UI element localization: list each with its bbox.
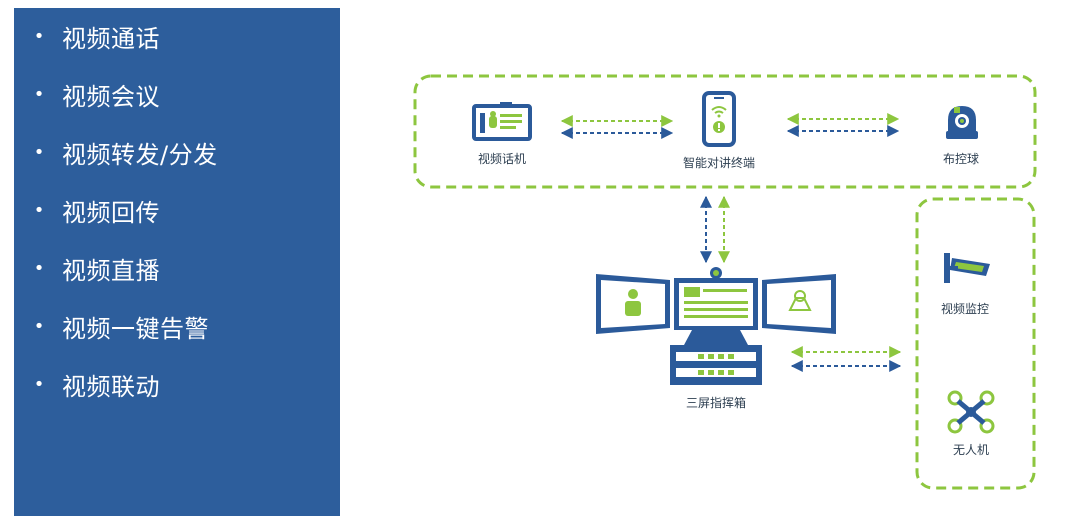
feature-label: 视频转发/分发: [62, 140, 218, 169]
command-box-icon: [596, 267, 836, 385]
feature-label: 视频会议: [62, 82, 160, 111]
feature-item: • 视频回传: [14, 190, 160, 230]
intercom-phone-icon: [702, 91, 736, 147]
feature-label: 视频联动: [62, 372, 160, 401]
bullet-icon: •: [33, 25, 45, 47]
top-device-group: [413, 74, 1037, 189]
feature-label: 视频直播: [62, 256, 160, 285]
command-box-label: 三屏指挥箱: [686, 395, 746, 410]
videophone-icon: [472, 102, 532, 141]
feature-label: 视频一键告警: [62, 314, 209, 343]
feature-label: 视频通话: [62, 24, 160, 53]
dome-camera-icon: [946, 106, 978, 139]
feature-item: • 视频一键告警: [14, 306, 209, 346]
videophone-label: 视频话机: [478, 151, 526, 166]
intercom-label: 智能对讲终端: [683, 155, 755, 170]
feature-item: • 视频直播: [14, 248, 160, 288]
bullet-icon: •: [33, 373, 45, 395]
bullet-icon: •: [33, 199, 45, 221]
surveillance-label: 视频监控: [941, 301, 989, 316]
feature-panel: • 视频通话 • 视频会议 • 视频转发/分发 • 视频回传 • 视频直播 • …: [14, 8, 340, 516]
drone-icon: [947, 390, 995, 434]
drone-label: 无人机: [953, 443, 989, 457]
bullet-icon: •: [33, 315, 45, 337]
bullet-icon: •: [33, 257, 45, 279]
surveillance-camera-icon: [944, 253, 990, 283]
feature-item: • 视频通话: [14, 16, 160, 56]
feature-label: 视频回传: [62, 198, 160, 227]
right-device-group: [915, 197, 1036, 490]
feature-item: • 视频联动: [14, 364, 160, 404]
bullet-icon: •: [33, 141, 45, 163]
bullet-icon: •: [33, 83, 45, 105]
dome-camera-label: 布控球: [943, 152, 979, 166]
feature-item: • 视频转发/分发: [14, 132, 218, 172]
feature-item: • 视频会议: [14, 74, 160, 114]
